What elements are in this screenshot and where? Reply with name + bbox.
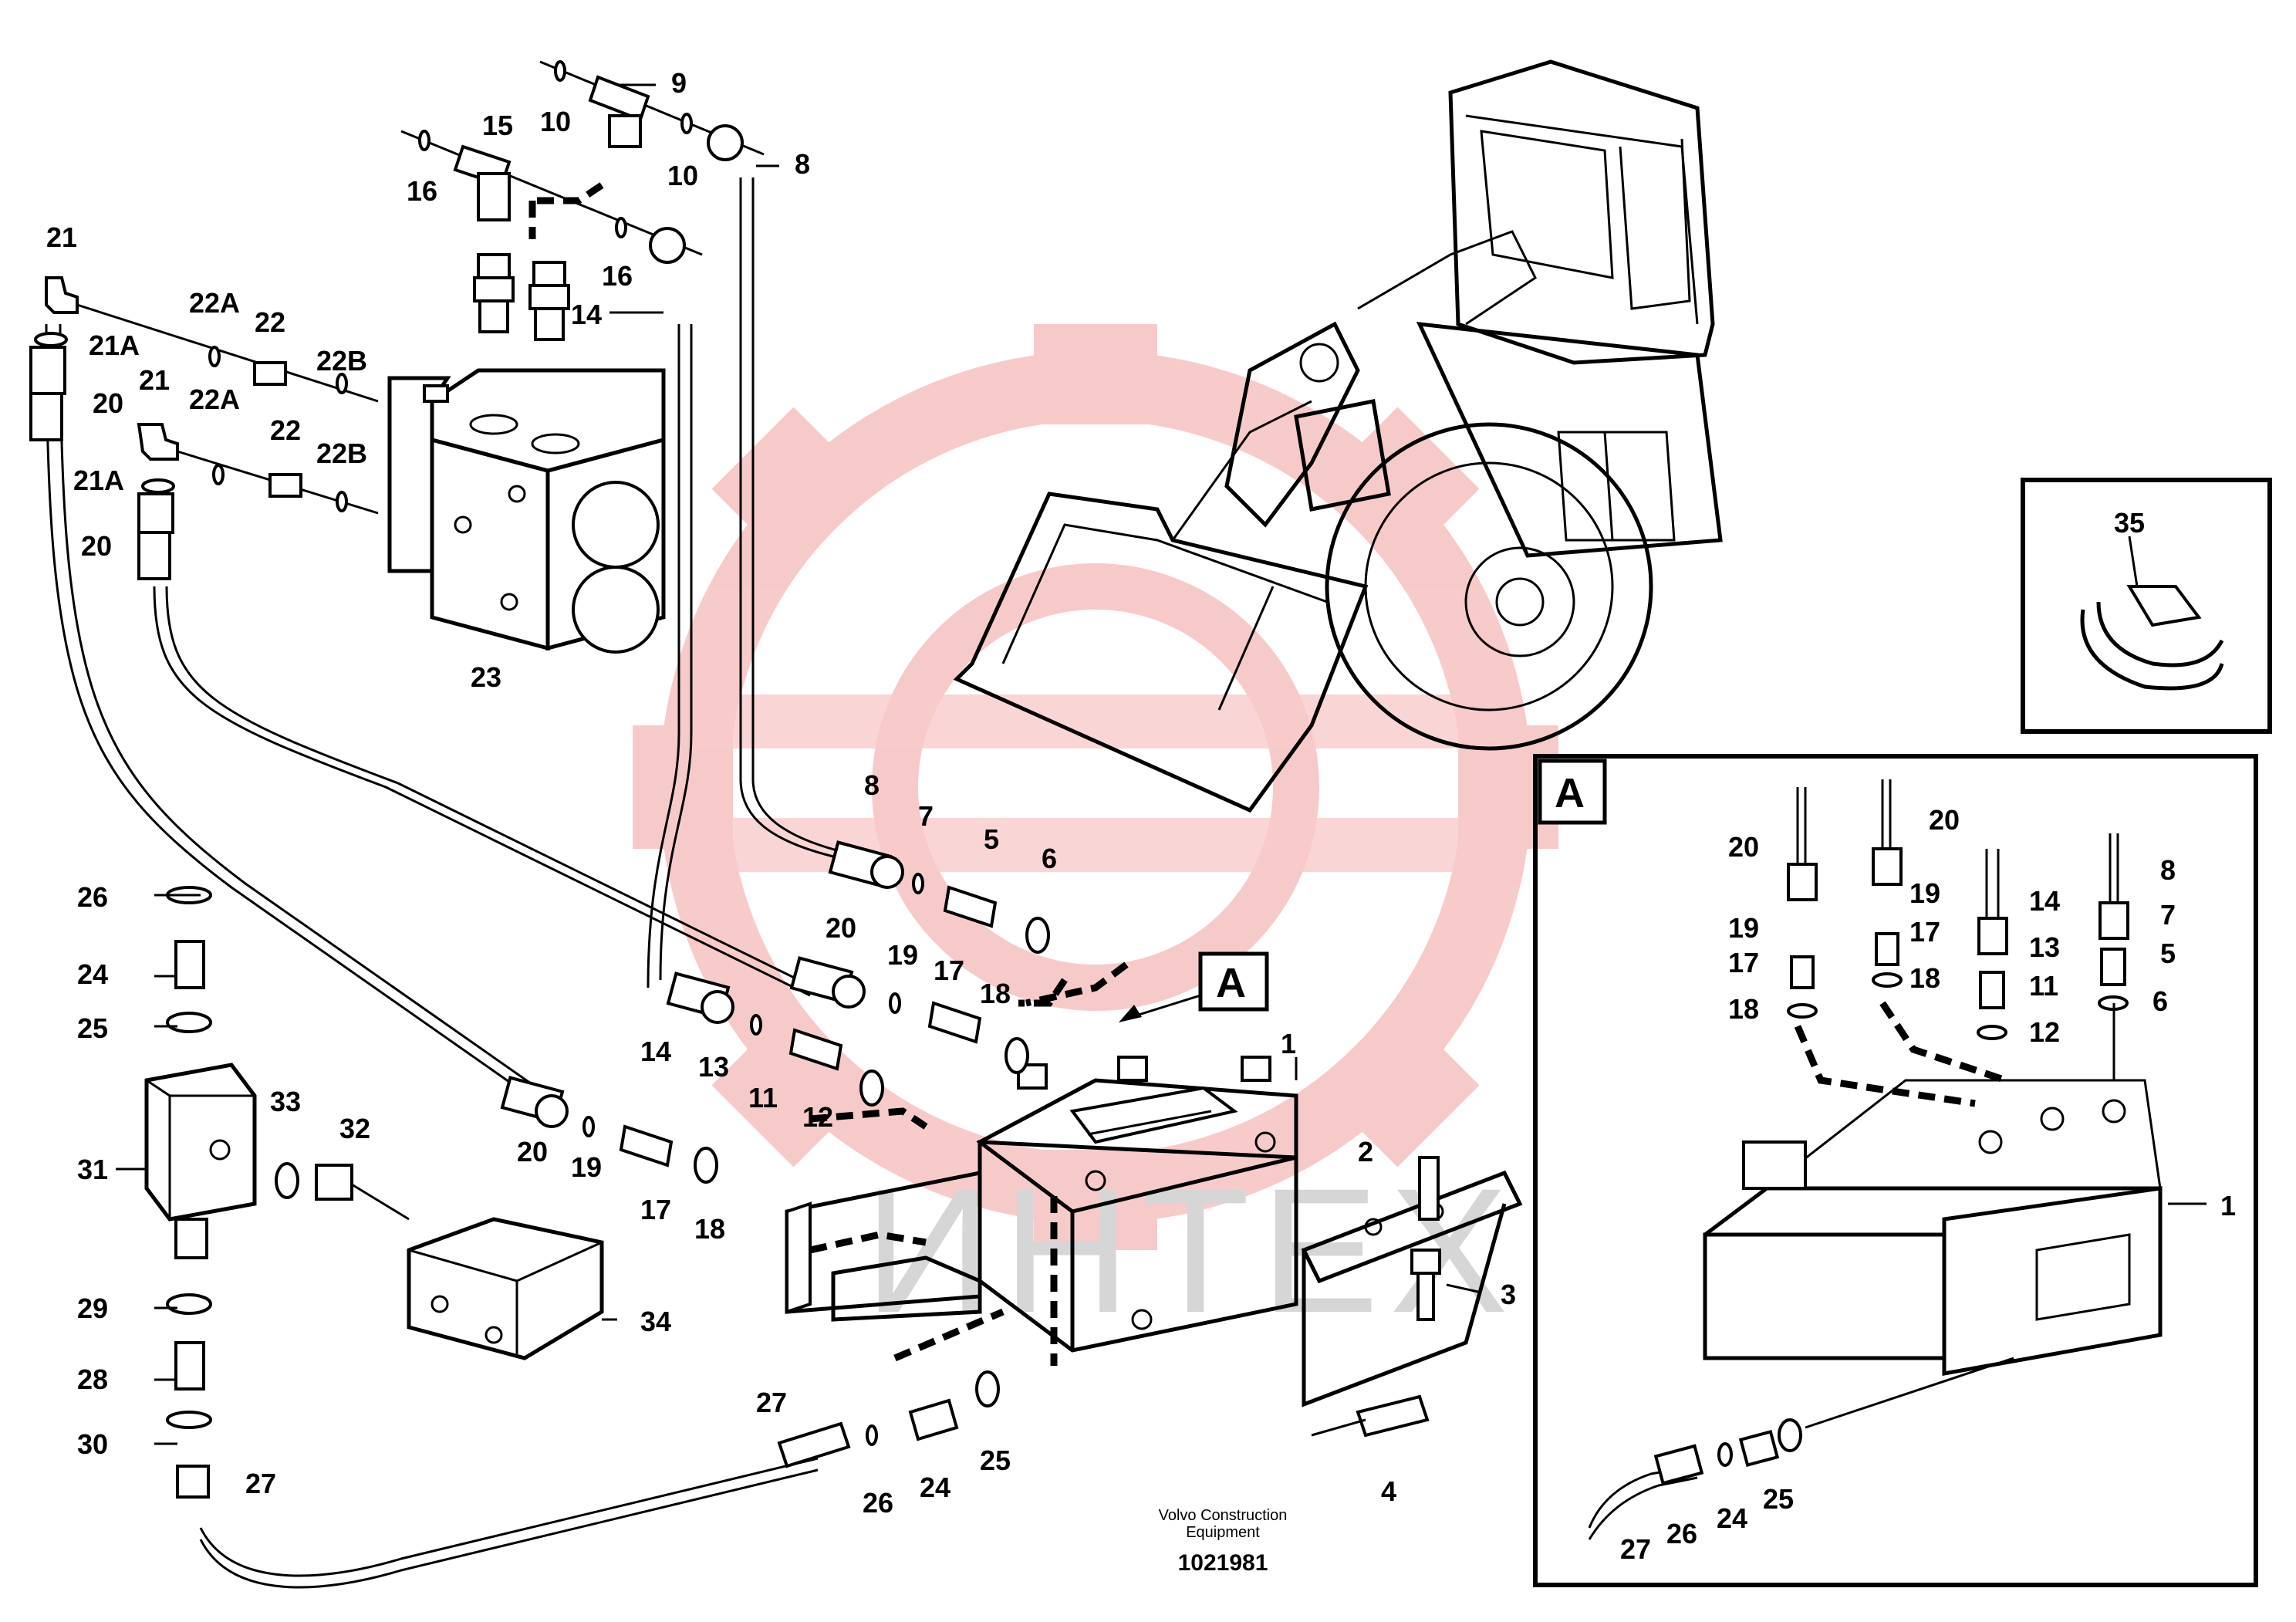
label-34: 34: [640, 1306, 671, 1337]
label-30: 30: [77, 1428, 108, 1460]
detail-label-8: 8: [2160, 854, 2176, 886]
part-labels: 9 10 10 8 15 16 16 14 21 21A 20 22A 22 2…: [46, 67, 2236, 1565]
detail-label-18-a: 18: [1728, 993, 1759, 1025]
fittings-upper: [29, 60, 765, 580]
label-10-right: 10: [667, 160, 698, 191]
valve-block-23: [387, 368, 666, 654]
detail-label-24: 24: [1717, 1502, 1747, 1534]
label-12-mid: 12: [802, 1101, 833, 1133]
label-21A-top: 21A: [89, 329, 140, 361]
label-21-top: 21: [46, 221, 77, 253]
label-9: 9: [671, 67, 687, 99]
detail-label-6: 6: [2152, 985, 2168, 1017]
bracket-2: [1301, 1156, 1523, 1438]
valve-31-assembly: [144, 886, 604, 1429]
label-10-top: 10: [540, 106, 571, 137]
detail-label-17-a: 17: [1728, 947, 1759, 978]
detail-label-7: 7: [2160, 899, 2176, 931]
label-32: 32: [339, 1113, 370, 1144]
label-7-mid: 7: [918, 800, 934, 832]
label-2: 2: [1358, 1136, 1373, 1168]
footer-company-line2: Equipment: [1186, 1524, 1260, 1541]
label-25-bottom: 25: [980, 1445, 1011, 1476]
label-18-d: 18: [694, 1213, 725, 1245]
label-14-mid: 14: [640, 1036, 671, 1067]
label-20-top: 20: [93, 387, 123, 419]
label-33: 33: [270, 1086, 301, 1117]
label-25-left: 25: [77, 1012, 108, 1044]
label-8-mid: 8: [864, 769, 880, 801]
detail-label-25: 25: [1763, 1483, 1794, 1515]
label-28: 28: [77, 1363, 108, 1395]
label-11-mid: 11: [748, 1082, 778, 1113]
detail-label-20-a: 20: [1728, 831, 1759, 863]
label-23: 23: [471, 661, 501, 693]
detail-label-19-a: 19: [1728, 912, 1759, 944]
detail-label-27: 27: [1620, 1533, 1651, 1565]
footer-diagram-number: 1021981: [1178, 1550, 1268, 1576]
hose-lines: [45, 177, 1129, 1589]
detail-label-20-b: 20: [1929, 804, 1960, 836]
label-17-c: 17: [934, 955, 964, 986]
label-5-mid: 5: [984, 823, 999, 855]
label-21-mid: 21: [139, 364, 170, 396]
detail-label-17-b: 17: [1909, 916, 1940, 948]
callout-a-label: A: [1216, 960, 1246, 1006]
label-13-mid: 13: [698, 1051, 729, 1083]
watermark-gear-logo: [633, 324, 1558, 1250]
detail-label-14: 14: [2029, 885, 2060, 917]
label-26-left: 26: [77, 881, 108, 913]
detail-label-5: 5: [2160, 938, 2176, 969]
label-21A-mid: 21A: [73, 465, 124, 496]
detail-label-1: 1: [2220, 1190, 2236, 1222]
footer: Volvo Construction Equipment 1021981: [1159, 1507, 1288, 1576]
label-20-d: 20: [517, 1136, 548, 1168]
detail-a-label: A: [1555, 770, 1585, 816]
label-19-d: 19: [571, 1151, 602, 1183]
label-26-bottom: 26: [863, 1487, 893, 1519]
label-16-right: 16: [602, 260, 633, 292]
label-22-mid: 22: [270, 414, 301, 446]
valve-assembly-1: [785, 1056, 1298, 1366]
leader-lines: [116, 83, 2207, 1445]
label-16-left: 16: [407, 175, 437, 207]
detail-label-12: 12: [2029, 1016, 2060, 1048]
footer-company-line1: Volvo Construction: [1159, 1507, 1288, 1524]
label-29: 29: [77, 1293, 108, 1324]
detail-label-18-b: 18: [1909, 962, 1940, 994]
label-22B-mid: 22B: [316, 438, 367, 469]
wheel-loader-illustration: [953, 59, 1723, 813]
label-19-c: 19: [887, 939, 918, 971]
label-24-left: 24: [77, 958, 108, 990]
detail-label-19-b: 19: [1909, 877, 1940, 909]
inset-hose-clamp: 35: [2021, 478, 2272, 734]
detail-a-view: A: [1533, 754, 2258, 1587]
label-20-mid: 20: [81, 530, 112, 562]
label-20-c: 20: [826, 912, 856, 944]
detail-label-26: 26: [1666, 1518, 1697, 1549]
label-3: 3: [1501, 1279, 1516, 1310]
label-27-bottom: 27: [756, 1387, 787, 1418]
fittings-middle: [176, 840, 1050, 1499]
detail-label-13: 13: [2029, 931, 2060, 963]
label-31: 31: [77, 1154, 108, 1185]
detail-label-11: 11: [2029, 970, 2058, 1002]
label-22A-mid: 22A: [189, 384, 240, 415]
label-4: 4: [1381, 1475, 1396, 1507]
label-22A-top: 22A: [189, 287, 240, 319]
label-17-d: 17: [640, 1194, 671, 1225]
label-14-top: 14: [571, 299, 602, 330]
label-15: 15: [482, 110, 513, 141]
callout-a: A: [1119, 951, 1269, 1022]
label-6-mid: 6: [1042, 843, 1057, 874]
label-22B-top: 22B: [316, 345, 367, 377]
label-18-c: 18: [980, 978, 1011, 1009]
inset-label-35: 35: [2114, 507, 2145, 539]
label-27-left: 27: [245, 1468, 276, 1499]
label-24-bottom: 24: [920, 1472, 950, 1503]
label-8-top: 8: [795, 148, 810, 180]
label-1-main: 1: [1281, 1028, 1296, 1059]
label-22-top: 22: [255, 306, 285, 338]
